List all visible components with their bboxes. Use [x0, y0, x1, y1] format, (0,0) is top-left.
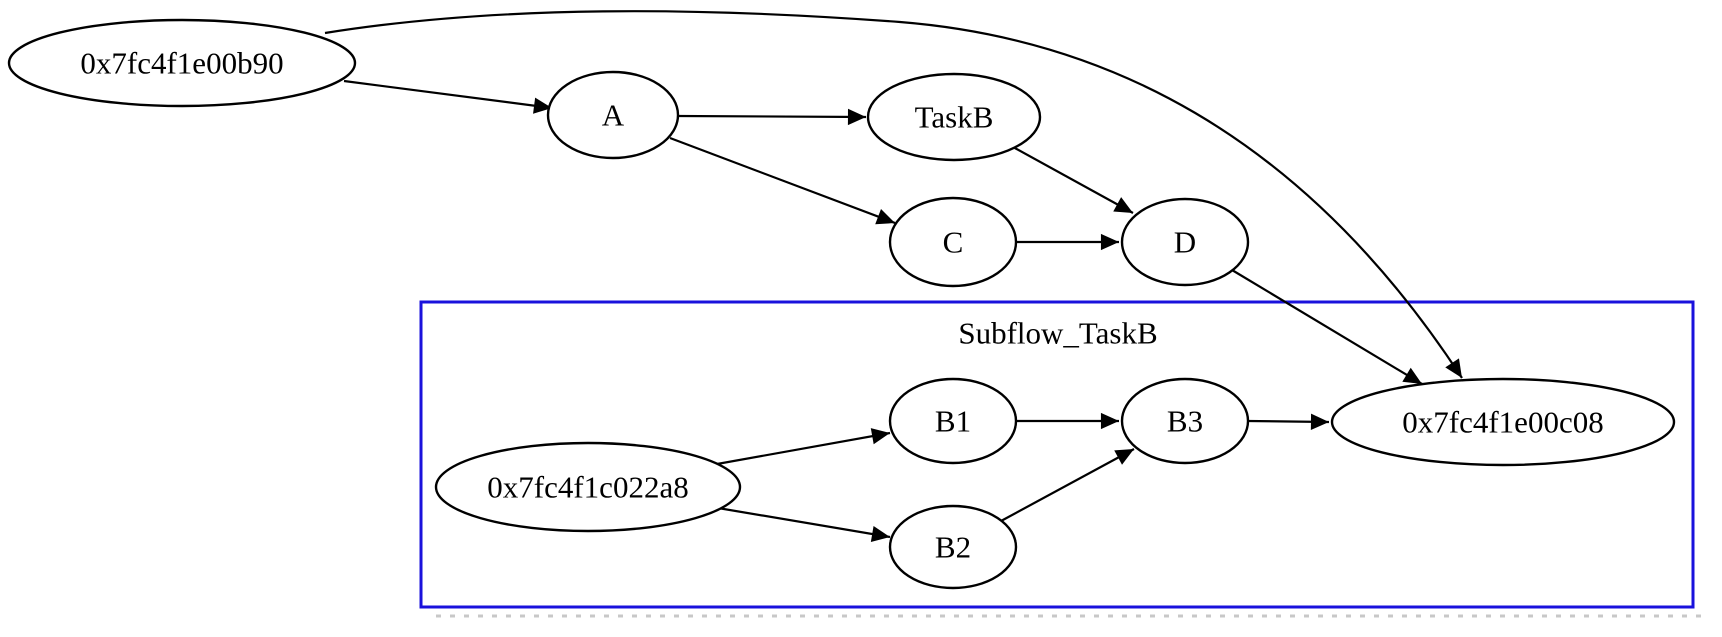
node-b90-ellipse: [7, 18, 357, 108]
node-taskb-label: TaskB: [915, 100, 994, 135]
node-b1-label: B1: [935, 404, 971, 439]
node-c: C: [888, 196, 1018, 288]
node-b2-label: B2: [935, 530, 971, 565]
node-a-ellipse: [546, 70, 680, 160]
cluster-label: Subflow_TaskB: [958, 316, 1157, 351]
node-c022a8-ellipse: [434, 441, 742, 533]
node-b2-ellipse: [888, 504, 1018, 590]
edge-d-to-c08: [1231, 269, 1423, 385]
node-b3-label: B3: [1167, 404, 1203, 439]
cluster-subflow-taskb: Subflow_TaskB: [419, 300, 1695, 609]
node-a: A: [546, 70, 680, 160]
node-c022a8: 0x7fc4f1c022a8: [434, 441, 742, 533]
node-c-ellipse: [888, 196, 1018, 288]
edge-b2-to-b3: [1000, 448, 1135, 522]
edge-b3-to-c08: [1247, 413, 1330, 430]
node-taskb: TaskB: [866, 72, 1042, 162]
cluster-border: [419, 300, 1695, 609]
node-c-label: C: [943, 225, 964, 260]
node-b1-ellipse: [888, 377, 1018, 465]
edge-c022a8-to-b1: [716, 428, 891, 466]
node-d-ellipse: [1120, 197, 1250, 287]
node-b1: B1: [888, 377, 1018, 465]
edge-a-to-c: [669, 136, 896, 225]
edge-b90-to-a: [343, 79, 553, 114]
node-b90: 0x7fc4f1e00b90: [7, 18, 357, 108]
node-a-label: A: [602, 98, 625, 133]
node-c08: 0x7fc4f1e00c08: [1330, 377, 1676, 467]
node-c08-ellipse: [1330, 377, 1676, 467]
node-b2: B2: [888, 504, 1018, 590]
edge-c022a8-to-b2: [717, 506, 891, 543]
node-c08-label: 0x7fc4f1e00c08: [1402, 405, 1603, 440]
edge-a-to-taskb: [677, 108, 867, 126]
edge-taskb-to-d: [1012, 146, 1134, 214]
node-d: D: [1120, 197, 1250, 287]
node-c022a8-label: 0x7fc4f1c022a8: [487, 470, 688, 505]
node-taskb-ellipse: [866, 72, 1042, 162]
node-b90-label: 0x7fc4f1e00b90: [80, 46, 283, 81]
edges: [324, 10, 1463, 543]
edge-b90-to-c08: [324, 10, 1463, 379]
node-b3-ellipse: [1120, 377, 1250, 465]
node-b3: B3: [1120, 377, 1250, 465]
node-d-label: D: [1174, 225, 1196, 260]
